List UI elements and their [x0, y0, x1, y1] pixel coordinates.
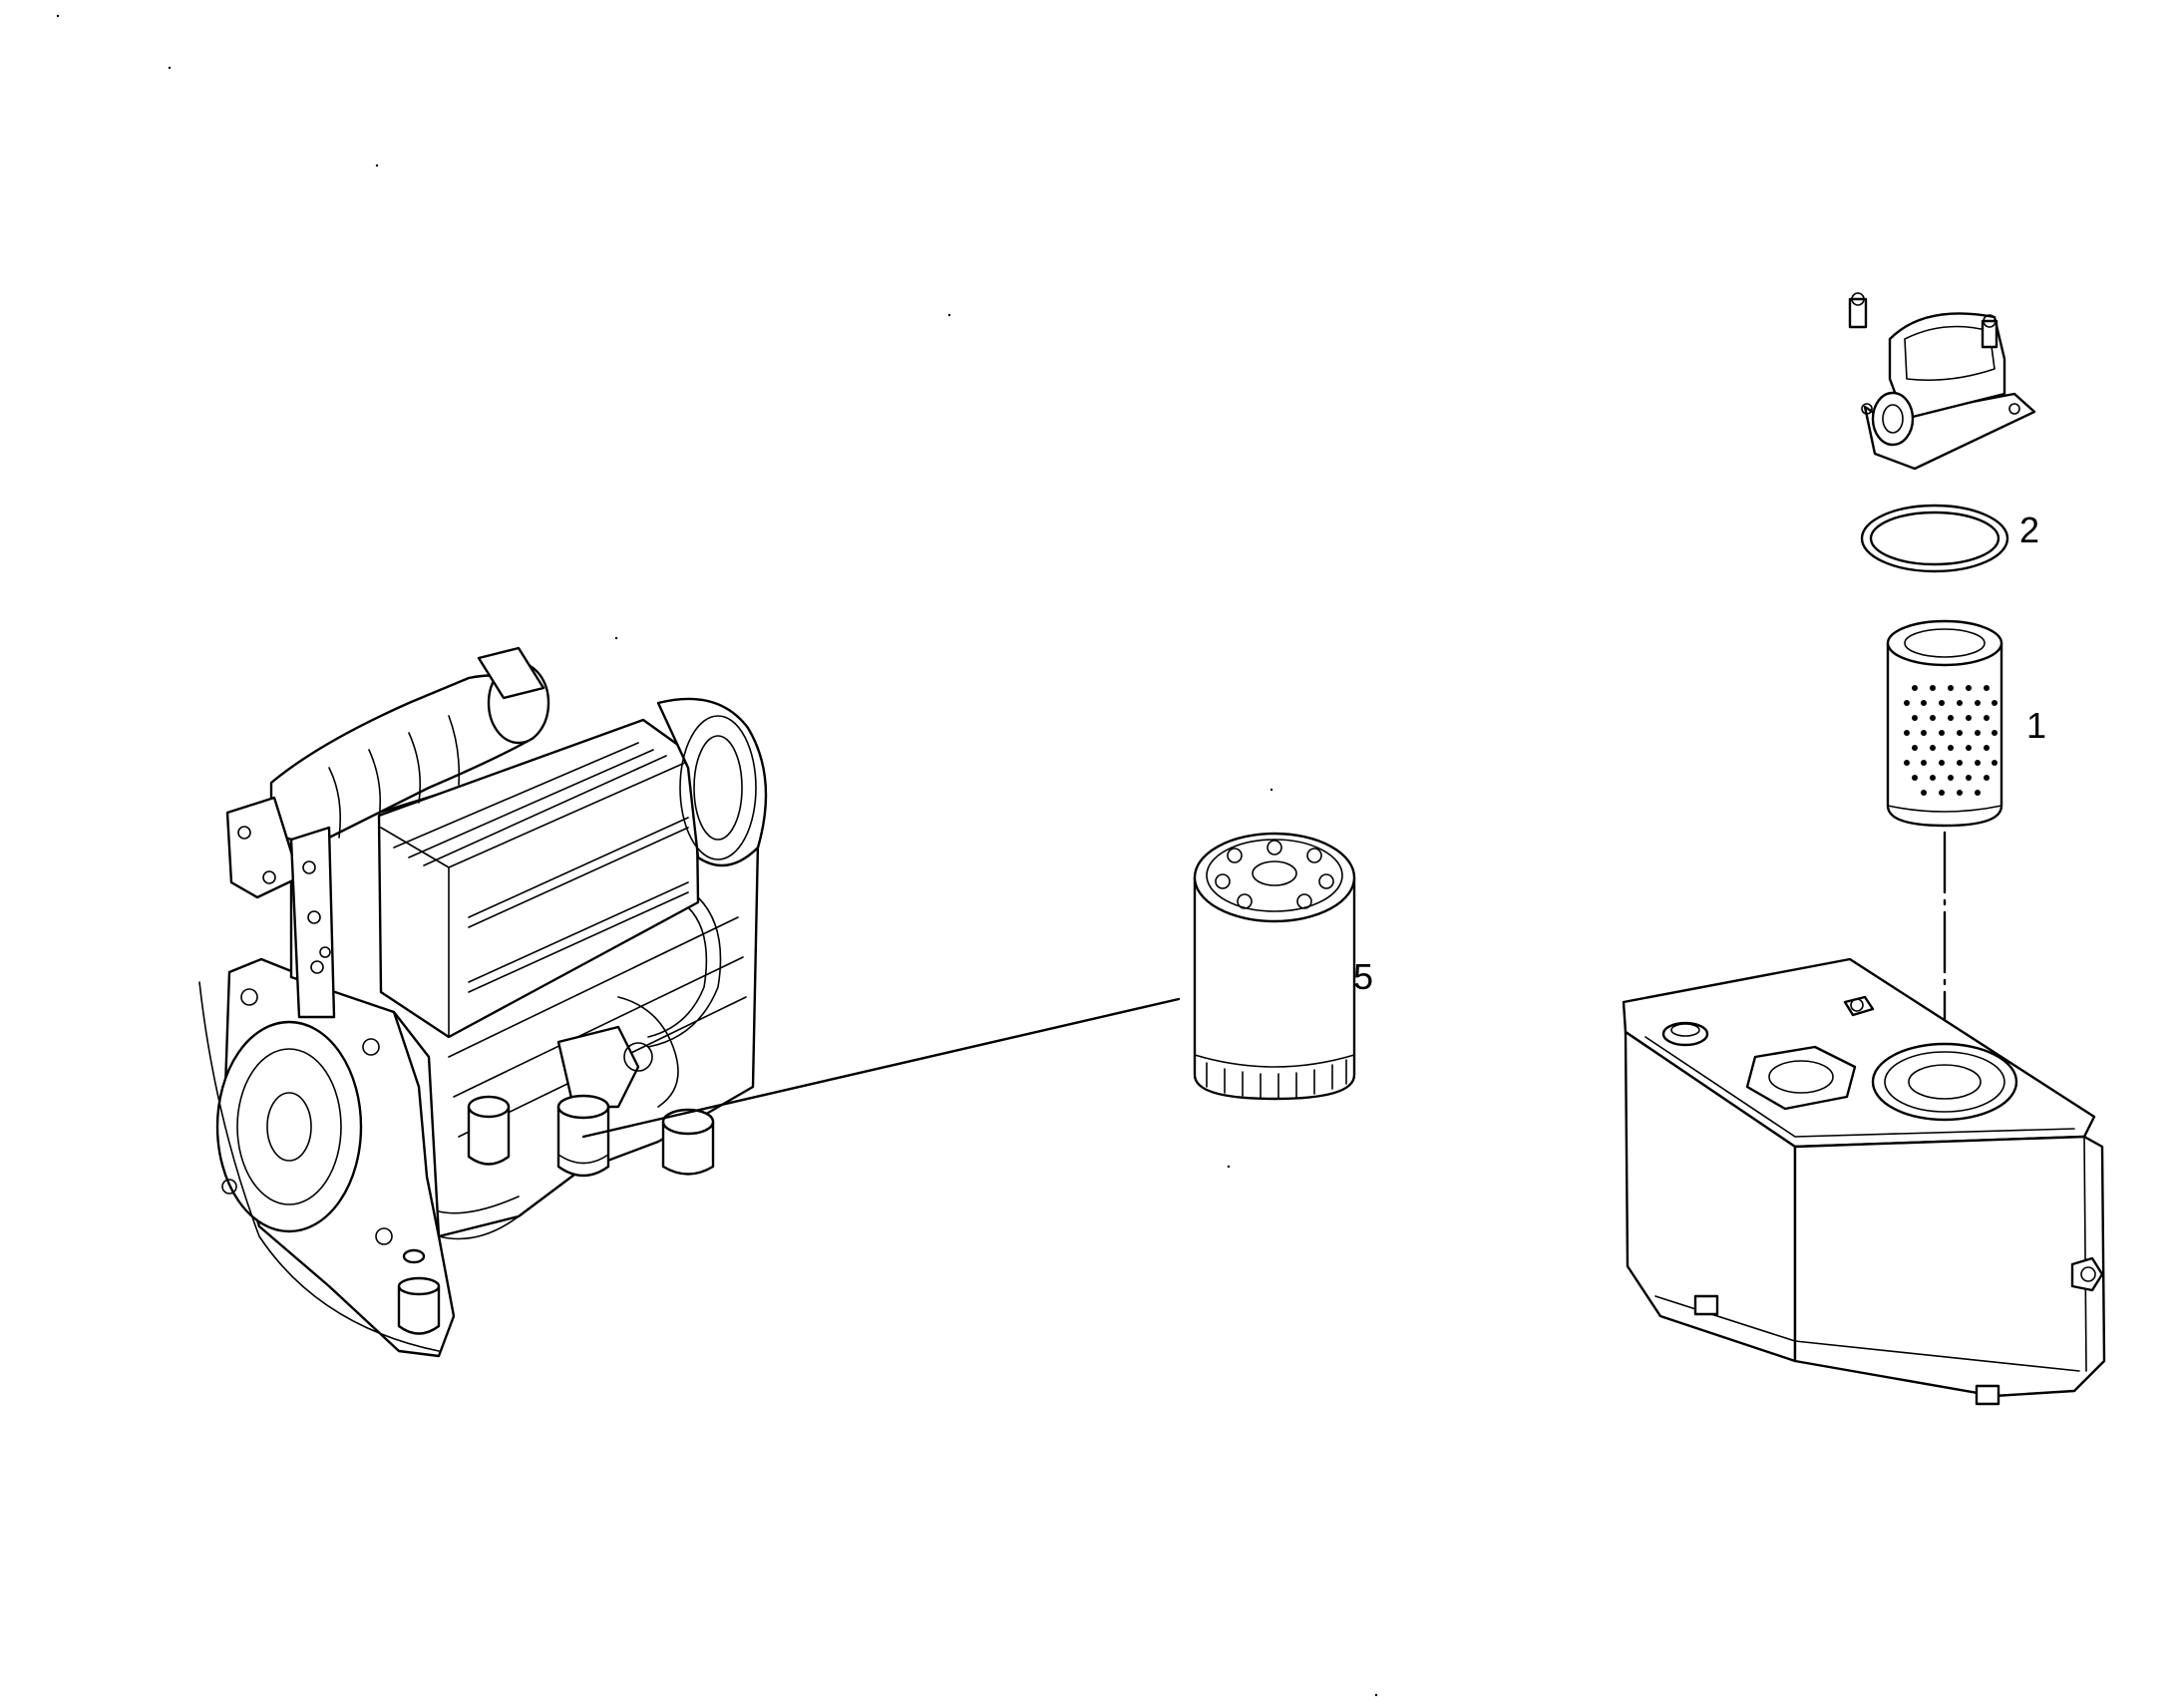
callout-5: 5 [1353, 956, 1373, 997]
filter-element-1 [1886, 619, 2003, 828]
leader-line-5 [581, 997, 1181, 1139]
callout-2: 2 [2019, 510, 2039, 550]
o-ring-2 [1860, 504, 2009, 573]
scan-specks [56, 14, 1378, 1697]
filter-head-cover [1848, 292, 2036, 471]
oil-tank [1622, 957, 2106, 1406]
oil-filter-5 [1193, 832, 1356, 1101]
callout-1: 1 [2026, 705, 2046, 746]
engine-assembly [198, 646, 768, 1358]
